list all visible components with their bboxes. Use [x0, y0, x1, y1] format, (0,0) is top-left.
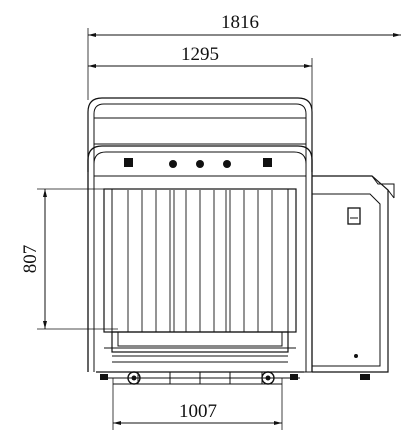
indicator-light-2-icon: [196, 160, 204, 168]
foot-right-icon: [290, 374, 298, 380]
console-foot-icon: [360, 374, 370, 380]
dimension-label-tunnel-height: 807: [20, 245, 41, 274]
lead-curtains: [127, 190, 273, 332]
top-handle: [87, 97, 313, 172]
right-square-indicator-icon: [263, 158, 272, 167]
indicator-light-3-icon: [223, 160, 231, 168]
dimension-frame-width: 1295: [88, 44, 313, 172]
dimension-overall-width: 1816: [87, 12, 401, 100]
dimension-conveyor-width: 1007: [112, 378, 283, 430]
left-square-indicator-icon: [124, 158, 133, 167]
conveyor-base: [96, 331, 304, 385]
console-display-icon: [347, 207, 361, 225]
main-housing: [87, 145, 313, 372]
dimension-tunnel-height: 807: [20, 188, 118, 330]
dimension-label-overall-width: 1816: [221, 12, 259, 33]
indicator-light-1-icon: [169, 160, 177, 168]
caster-right-icon: [261, 371, 275, 385]
caster-left-icon: [127, 371, 141, 385]
foot-left-icon: [100, 374, 108, 380]
indicator-panel: [124, 158, 272, 168]
dimension-label-conveyor-width: 1007: [179, 401, 217, 422]
side-console: [304, 175, 395, 380]
console-button-icon: [354, 354, 358, 358]
dimension-label-frame-width: 1295: [181, 44, 219, 65]
tunnel-opening: [103, 188, 297, 333]
